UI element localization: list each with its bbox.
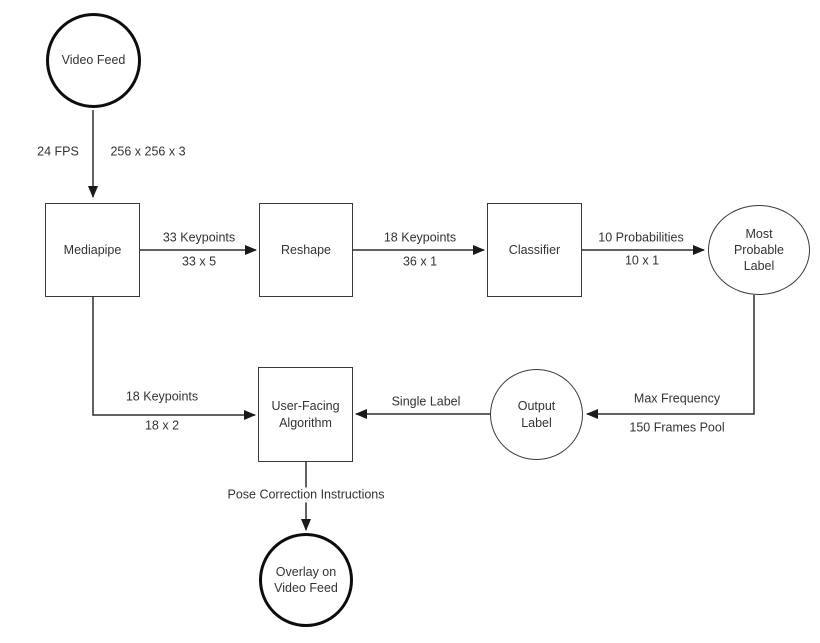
edge-label-pose-correction-instructions: Pose Correction Instructions bbox=[225, 487, 387, 503]
node-output-label-text: Output Label bbox=[517, 399, 556, 430]
node-user-facing-algorithm-label: User-Facing Algorithm bbox=[271, 399, 340, 430]
connector-mediapipe-to-user-facing bbox=[92, 297, 256, 420]
edge-label-36x1: 36 x 1 bbox=[400, 254, 440, 270]
node-output-label: Output Label bbox=[490, 369, 583, 460]
edge-label-fps: 24 FPS bbox=[35, 144, 81, 160]
node-reshape-label: Reshape bbox=[280, 242, 332, 257]
node-mediapipe-label: Mediapipe bbox=[63, 242, 122, 257]
node-video-feed-label: Video Feed bbox=[61, 53, 126, 68]
edge-label-33x5: 33 x 5 bbox=[179, 254, 219, 270]
edge-label-18-keypoints-top: 18 Keypoints bbox=[381, 230, 459, 246]
node-classifier: Classifier bbox=[487, 203, 582, 297]
edge-label-18-keypoints-bottom: 18 Keypoints bbox=[123, 389, 201, 405]
connector-most-probable-to-output bbox=[586, 295, 755, 419]
edge-label-max-frequency: Max Frequency bbox=[631, 391, 723, 407]
edge-label-33-keypoints: 33 Keypoints bbox=[160, 230, 238, 246]
edge-label-frame-dimensions: 256 x 256 x 3 bbox=[108, 144, 188, 160]
node-overlay-on-video-feed: Overlay on Video Feed bbox=[259, 533, 353, 627]
edge-label-single-label: Single Label bbox=[389, 394, 463, 410]
node-most-probable-label: Most Probable Label bbox=[708, 205, 810, 295]
node-video-feed: Video Feed bbox=[46, 13, 141, 108]
node-overlay-on-video-feed-label: Overlay on Video Feed bbox=[274, 564, 338, 595]
node-classifier-label: Classifier bbox=[508, 242, 561, 257]
edge-label-150-frames-pool: 150 Frames Pool bbox=[627, 420, 727, 436]
node-reshape: Reshape bbox=[259, 203, 353, 297]
node-mediapipe: Mediapipe bbox=[45, 203, 140, 297]
edge-label-10x1: 10 x 1 bbox=[622, 253, 662, 269]
node-most-probable-label-text: Most Probable Label bbox=[733, 226, 785, 274]
edge-label-18x2: 18 x 2 bbox=[142, 418, 182, 434]
node-user-facing-algorithm: User-Facing Algorithm bbox=[258, 367, 353, 462]
edge-label-10-probabilities: 10 Probabilities bbox=[596, 230, 686, 246]
